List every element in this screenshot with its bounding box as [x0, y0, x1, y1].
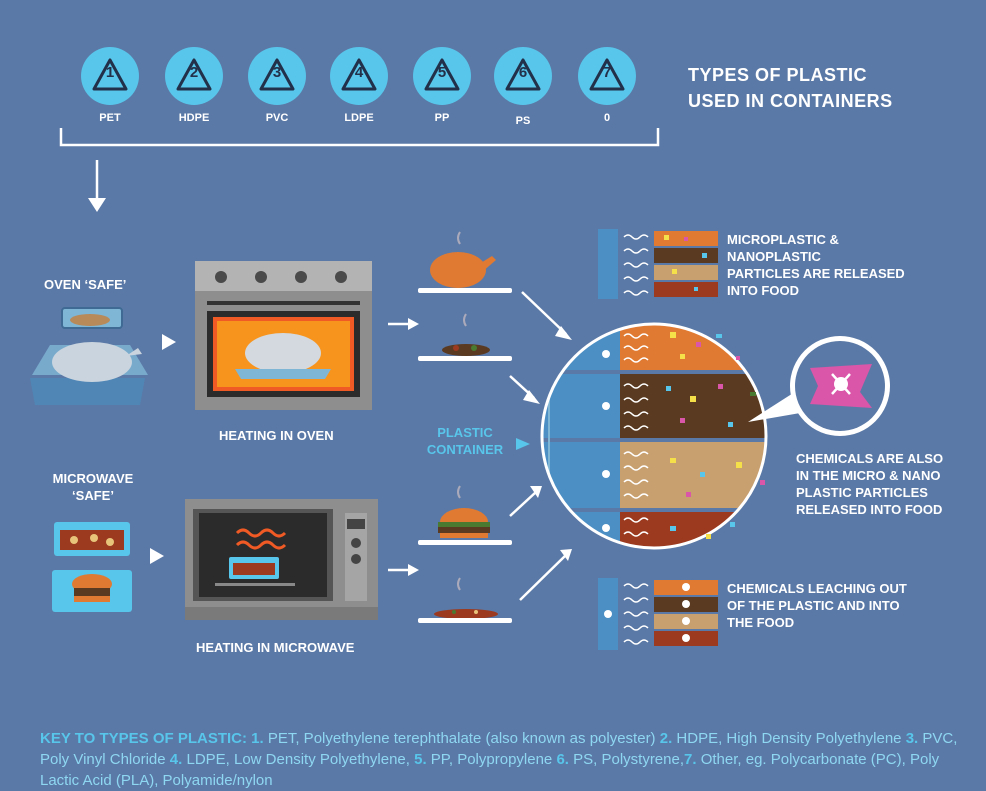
title-line-2: USED IN CONTAINERS	[688, 91, 893, 111]
key-t2: HDPE, High Density Polyethylene	[672, 730, 906, 747]
container-label-line-1: PLASTIC	[437, 425, 493, 440]
microwave-caption: HEATING IN MICROWAVE	[196, 640, 355, 655]
microwave-safe-label: MICROWAVE ‘SAFE’	[38, 470, 148, 504]
meat-plate-icon	[418, 313, 512, 361]
code-7-label: 0	[603, 112, 611, 124]
code-2-number: 2	[189, 64, 199, 81]
oven-caption: HEATING IN OVEN	[219, 428, 334, 443]
code-4-label: LDPE	[344, 112, 374, 124]
microwave-containers-icon	[52, 522, 132, 612]
code-7-icon: 7	[578, 47, 636, 105]
code-3-label: PVC	[265, 112, 289, 124]
code-5-number: 5	[437, 64, 447, 81]
code-5-icon: 5	[413, 47, 471, 105]
hazard-bubble	[748, 336, 890, 436]
key-t5: PP, Polypropylene	[426, 751, 557, 768]
container-label-line-2: CONTAINER	[426, 442, 504, 457]
key-t4: LDPE, Low Density Polyethylene,	[182, 751, 415, 768]
code-1-label: PET	[99, 112, 121, 124]
title-line-1: TYPES OF PLASTIC	[688, 65, 868, 85]
leaching-line-3: THE FOOD	[727, 615, 795, 630]
page-title: TYPES OF PLASTIC USED IN CONTAINERS	[688, 62, 893, 114]
code-1-icon: 1	[81, 47, 139, 105]
cross-section-circle	[540, 322, 768, 550]
code-3-icon: 3	[248, 47, 306, 105]
microplastic-line-4: INTO FOOD	[727, 283, 799, 298]
microwave-label-line-2: ‘SAFE’	[72, 488, 114, 503]
key-t1: PET, Polyethylene terephthalate (also kn…	[263, 730, 660, 747]
pasta-plate-icon	[418, 577, 512, 623]
leaching-line-1: CHEMICALS LEACHING OUT	[727, 581, 907, 596]
code-4-number: 4	[354, 64, 364, 81]
microwave-label-line-1: MICROWAVE	[52, 471, 134, 486]
code-2-label: HDPE	[178, 112, 210, 124]
key-n4: 4.	[169, 751, 183, 768]
key-n7: 7.	[684, 751, 697, 768]
chemicals-line-4: RELEASED INTO FOOD	[796, 502, 943, 517]
microplastic-callout: MICROPLASTIC & NANOPLASTIC PARTICLES ARE…	[727, 231, 905, 299]
microwave-icon	[185, 499, 378, 620]
food-plates	[418, 231, 512, 623]
chemicals-line-3: PLASTIC PARTICLES	[796, 485, 928, 500]
code-5-label: PP	[434, 112, 450, 124]
key-heading: KEY TO TYPES OF PLASTIC:	[40, 730, 247, 747]
key-n6: 6.	[556, 751, 569, 768]
microplastic-line-1: MICROPLASTIC &	[727, 232, 839, 247]
oven-dish-icon	[30, 307, 148, 405]
key-n1: 1.	[251, 730, 264, 747]
microplastic-line-2: NANOPLASTIC	[727, 249, 821, 264]
turkey-plate-icon	[418, 231, 512, 293]
code-6-icon: 6	[494, 47, 552, 105]
microplastic-line-3: PARTICLES ARE RELEASED	[727, 266, 905, 281]
code-6-number: 6	[518, 64, 528, 81]
code-1-number: 1	[105, 64, 115, 81]
plastic-key: KEY TO TYPES OF PLASTIC: 1. PET, Polyeth…	[40, 728, 970, 791]
code-7-number: 7	[602, 64, 612, 81]
code-2-icon: 2	[165, 47, 223, 105]
code-3-number: 3	[272, 64, 282, 81]
oven-icon	[195, 261, 372, 410]
plastic-container-label: PLASTIC CONTAINER	[418, 424, 512, 458]
leaching-callout: CHEMICALS LEACHING OUT OF THE PLASTIC AN…	[727, 580, 907, 631]
microplastic-swatch	[598, 229, 718, 299]
leaching-swatch	[598, 578, 718, 650]
leaching-line-2: OF THE PLASTIC AND INTO	[727, 598, 900, 613]
oven-safe-label: OVEN ‘SAFE’	[44, 277, 127, 292]
code-6-label: PS	[515, 115, 531, 127]
particles-overlay	[602, 332, 765, 539]
code-4-icon: 4	[330, 47, 388, 105]
key-n2: 2.	[659, 730, 673, 747]
burger-plate-icon	[418, 485, 512, 545]
key-t6: PS, Polystyrene,	[568, 751, 685, 768]
chemicals-line-2: IN THE MICRO & NANO	[796, 468, 941, 483]
key-n5: 5.	[414, 751, 427, 768]
key-t3: PVC, Poly Vinyl Chloride	[40, 730, 958, 768]
chemicals-callout: CHEMICALS ARE ALSO IN THE MICRO & NANO P…	[796, 450, 943, 518]
key-n3: 3.	[905, 730, 919, 747]
chemicals-line-1: CHEMICALS ARE ALSO	[796, 451, 944, 466]
